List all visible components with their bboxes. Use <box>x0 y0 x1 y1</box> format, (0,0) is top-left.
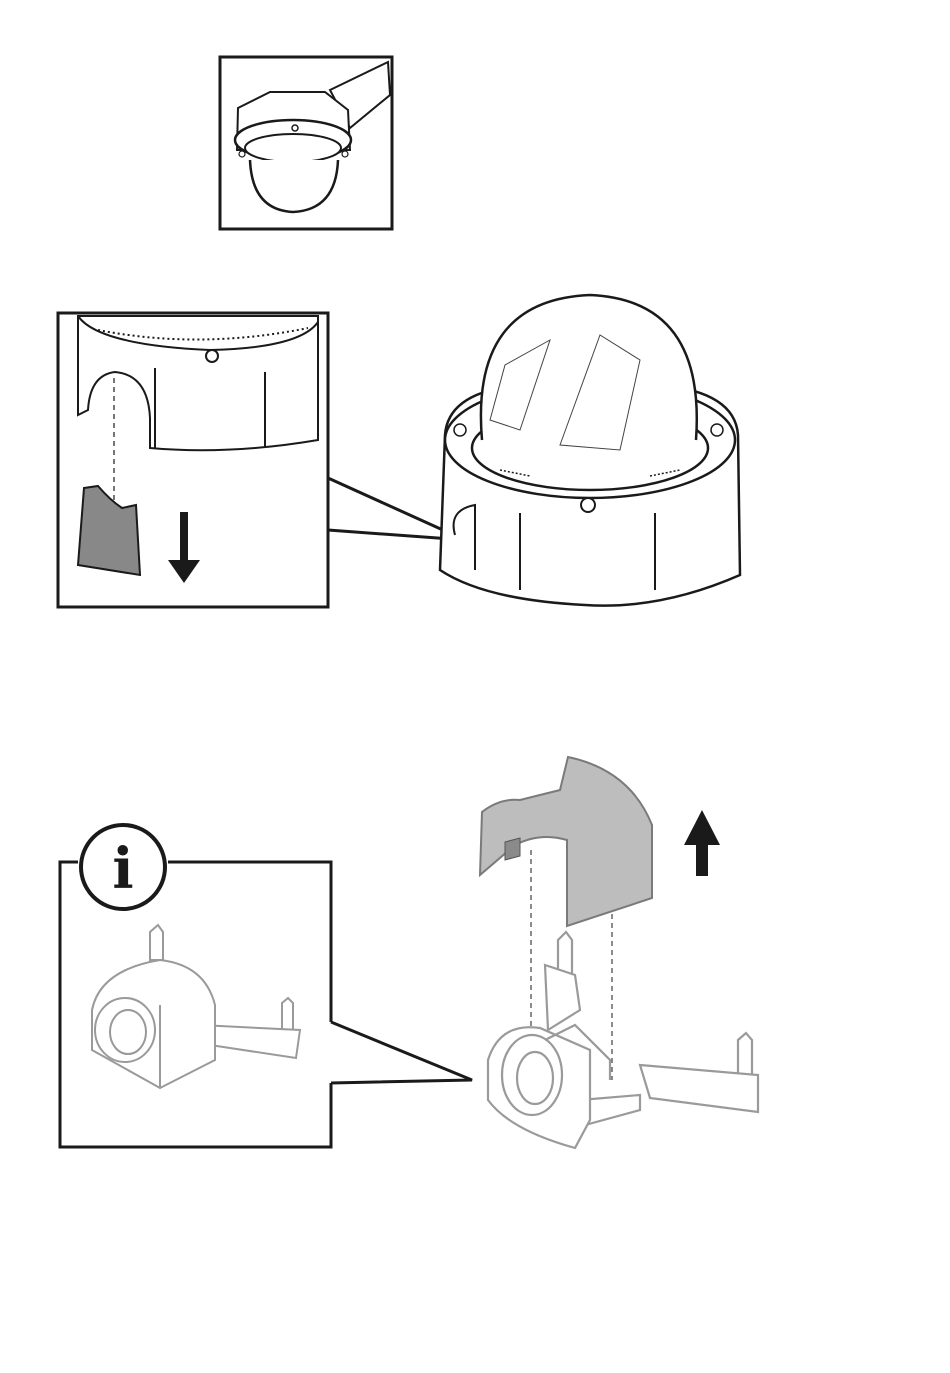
bracket-with-shield-icon <box>92 925 300 1088</box>
callout-connector-2 <box>331 1022 472 1083</box>
side-cover-detail-panel <box>58 313 328 607</box>
cable-bracket-icon <box>488 932 758 1148</box>
info-detail-panel: i <box>60 825 331 1147</box>
arrow-up-icon <box>684 810 720 876</box>
info-glyph: i <box>112 836 133 902</box>
shield-clip <box>505 838 520 860</box>
info-badge: i <box>81 825 165 909</box>
dome-camera-icon <box>440 295 740 606</box>
ceiling-reference-panel <box>220 57 392 229</box>
